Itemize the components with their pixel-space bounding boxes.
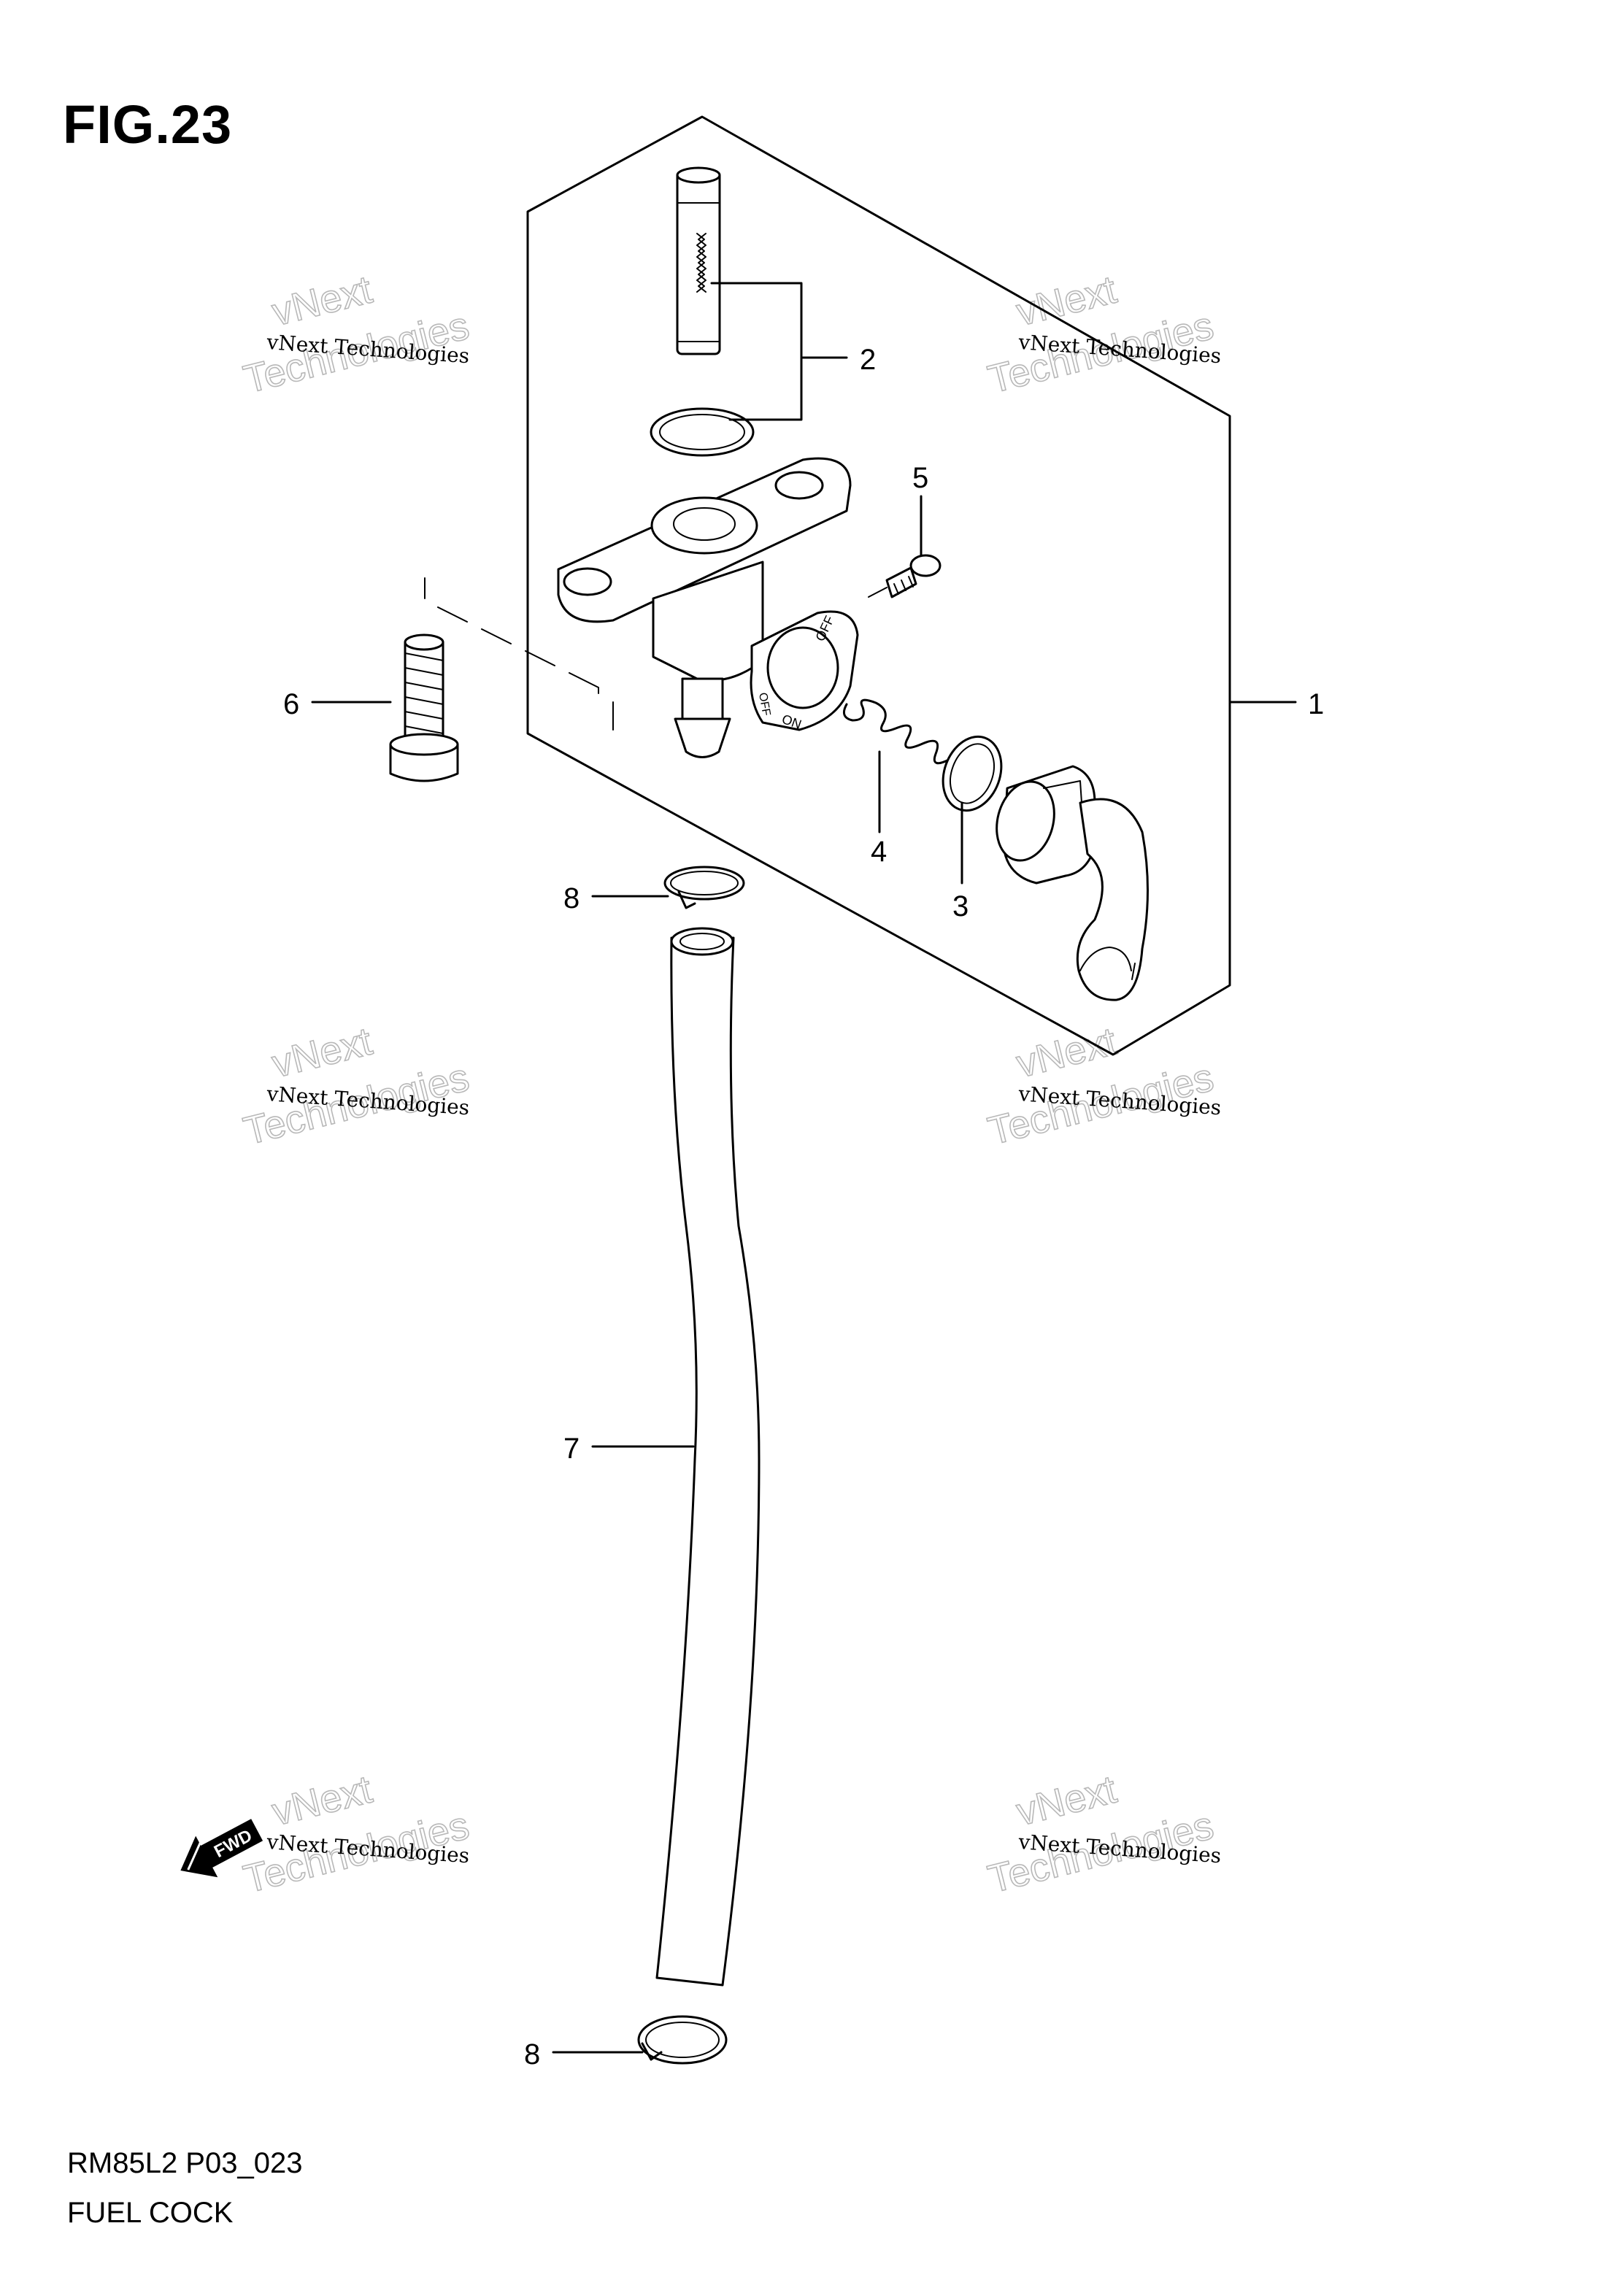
hose-clamp-lower[interactable] [637, 2015, 728, 2065]
callout-8-upper: 8 [563, 882, 580, 914]
callout-5: 5 [912, 462, 928, 494]
bolt-part-6[interactable] [389, 633, 459, 782]
hose-clamp-upper[interactable] [663, 866, 745, 909]
watermark-vnext-big: vNext [268, 1768, 376, 1835]
callout-6: 6 [283, 688, 299, 720]
bolt-install-guide [424, 577, 614, 731]
callout-numbers: 1 2 3 4 5 6 7 8 8 [283, 344, 1324, 2070]
strainer-o-ring[interactable] [650, 407, 755, 457]
valve-marking-off-left: OFF [756, 692, 772, 717]
assembly-boundary [526, 115, 1231, 1056]
watermark-vnext-big: vNext [1012, 1768, 1120, 1835]
fuel-hose[interactable] [655, 927, 761, 1987]
callout-1: 1 [1308, 688, 1324, 720]
callout-leaders [311, 282, 1297, 2054]
callout-2: 2 [860, 344, 876, 376]
model-code: RM85L2 P03_023 [67, 2147, 303, 2179]
callout-7: 7 [563, 1433, 580, 1465]
watermark-vnext-big: vNext [268, 268, 376, 335]
watermark-vnext-big: vNext [268, 1020, 376, 1087]
lever-valve[interactable] [988, 765, 1149, 1001]
callout-4: 4 [871, 836, 887, 868]
fuel-cock-body[interactable]: OFF ON OFF [557, 457, 859, 758]
callout-3: 3 [952, 890, 969, 922]
fuel-strainer[interactable] [676, 166, 721, 355]
section-name: FUEL COCK [67, 2197, 234, 2229]
o-ring-part-3[interactable] [933, 728, 1012, 819]
callout-8-lower: 8 [524, 2038, 540, 2070]
figure-title: FIG.23 [63, 94, 233, 155]
screw-part-5[interactable] [868, 554, 942, 598]
